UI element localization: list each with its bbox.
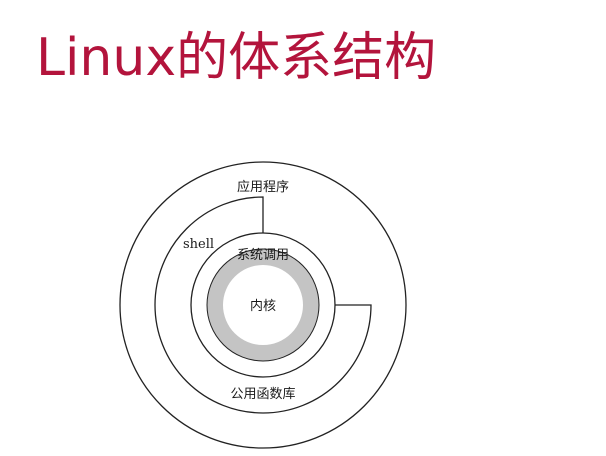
label-system-calls: 系统调用: [237, 248, 289, 263]
label-applications: 应用程序: [237, 179, 289, 195]
label-kernel: 内核: [250, 298, 276, 314]
layer-divider-right: [154, 304, 372, 414]
label-shell: shell: [183, 237, 214, 252]
label-libraries: 公用函数库: [230, 386, 295, 402]
layer-divider-left: [154, 196, 264, 306]
kernel-core: [223, 265, 303, 345]
page-title: Linux的体系结构: [36, 28, 437, 88]
application-layer-circle: [119, 161, 407, 449]
